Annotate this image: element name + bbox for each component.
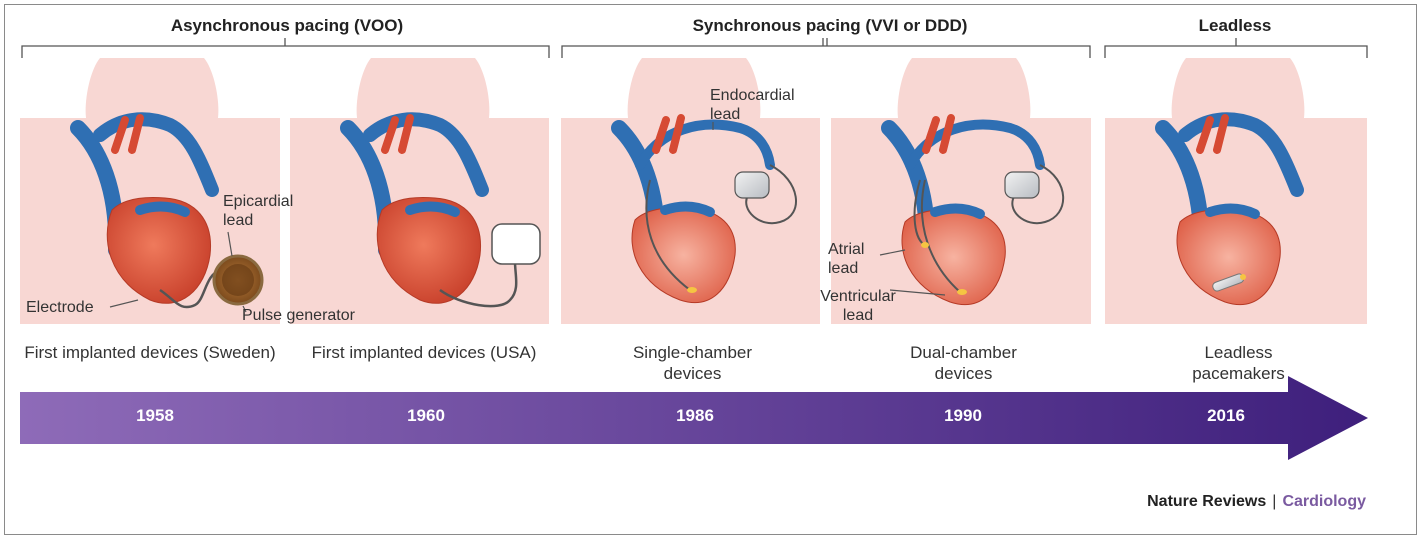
label-electrode: Electrode xyxy=(26,299,94,316)
group-title-synchronous: Synchronous pacing (VVI or DDD) xyxy=(692,16,968,35)
panel-2-heart xyxy=(340,112,541,308)
label-ventricular: Ventricular lead xyxy=(820,288,896,324)
pulse-generator-leader xyxy=(242,305,247,313)
year-1990: 1990 xyxy=(944,406,982,425)
bracket-synchronous xyxy=(561,38,1091,58)
caption-1958: First implanted devices (Sweden) xyxy=(24,343,276,362)
group-title-leadless: Leadless xyxy=(1198,16,1272,35)
panel-4-heart xyxy=(879,114,1065,306)
caption-1990: Dual-chamber devices xyxy=(910,343,1017,383)
year-1986: 1986 xyxy=(676,406,714,425)
label-epicardial: Epicardial lead xyxy=(223,193,294,229)
caption-2016: Leadless pacemakers xyxy=(1192,343,1285,383)
year-1958: 1958 xyxy=(136,406,174,425)
epicardial-lead-leader xyxy=(227,231,233,257)
journal-name: Cardiology xyxy=(1282,493,1366,510)
timeline-arrow xyxy=(20,376,1368,460)
panel-3-heart xyxy=(611,114,797,304)
label-pulse-generator: Pulse generator xyxy=(242,307,355,324)
bracket-asynchronous xyxy=(21,38,550,58)
year-2016: 2016 xyxy=(1207,406,1245,425)
publisher-credit: Nature Reviews | Cardiology xyxy=(1147,493,1366,511)
caption-1986: Single-chamber devices xyxy=(632,343,753,383)
label-endocardial: Endocardial lead xyxy=(710,87,795,123)
publisher-name: Nature Reviews xyxy=(1147,493,1267,510)
credit-separator: | xyxy=(1272,493,1277,510)
label-atrial: Atrial lead xyxy=(828,241,865,277)
bracket-leadless xyxy=(1104,38,1368,58)
caption-1960: First implanted devices (USA) xyxy=(311,343,537,362)
panel-1-heart xyxy=(70,112,264,309)
panel-5-heart xyxy=(1155,112,1304,306)
group-title-asynchronous: Asynchronous pacing (VOO) xyxy=(170,16,404,35)
year-1960: 1960 xyxy=(407,406,445,425)
electrode-leader xyxy=(109,299,139,308)
